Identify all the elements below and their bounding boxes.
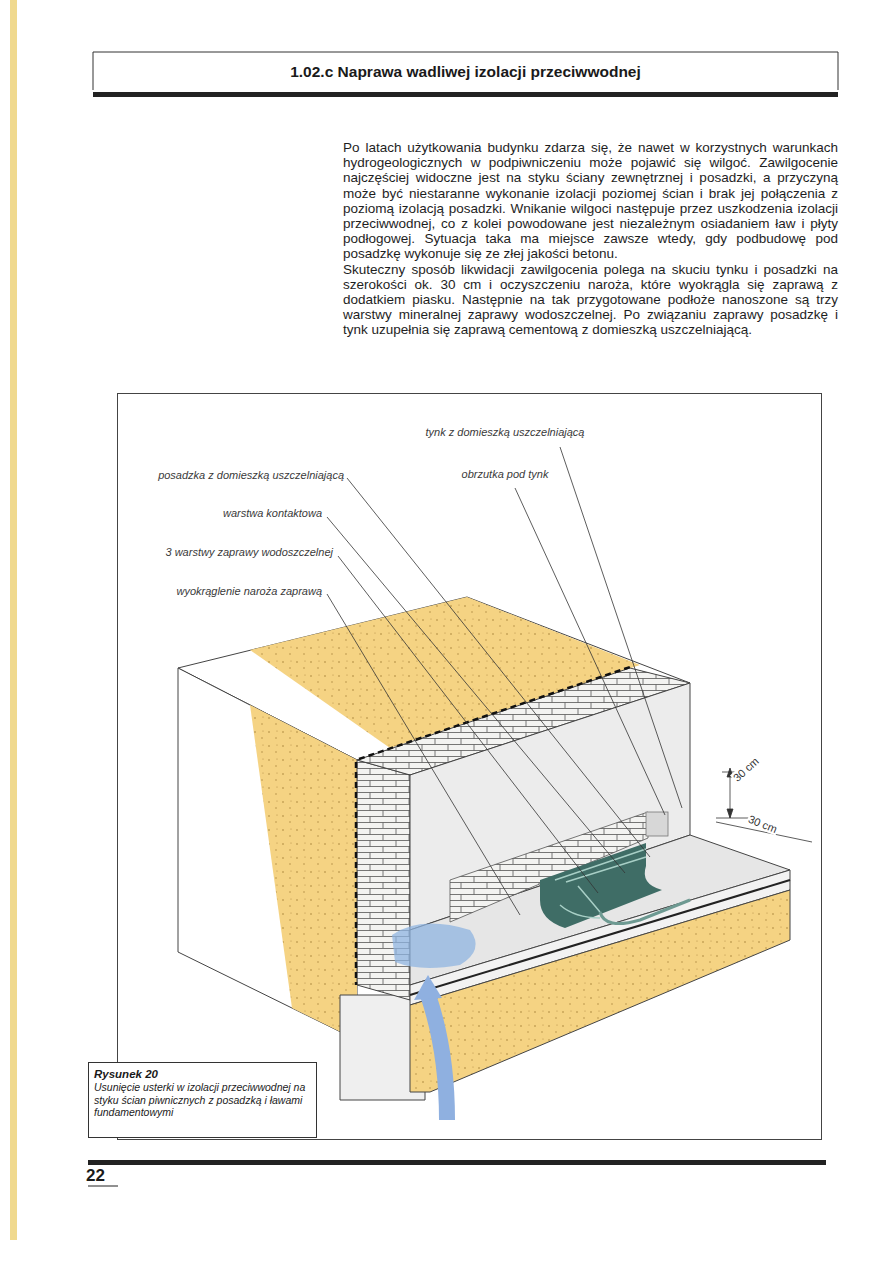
moisture — [392, 924, 476, 1120]
leader-lines — [560, 447, 682, 808]
footer-rule — [88, 1160, 826, 1165]
moisture — [414, 975, 442, 1000]
figure-frame — [118, 394, 822, 1140]
leader-lines — [338, 556, 598, 893]
leader-lines — [327, 447, 682, 915]
figure-frame — [118, 394, 822, 1140]
callout-label: 3 warstwy zaprawy wodoszczelnej — [122, 546, 333, 559]
footer-rule — [88, 1160, 826, 1186]
title-frame — [93, 52, 838, 90]
soil-block — [250, 705, 357, 1040]
dimension-lines — [727, 809, 733, 818]
leader-lines — [347, 478, 650, 857]
floor-slab — [410, 835, 790, 1092]
floor-slab — [410, 890, 790, 1092]
repair-zone — [600, 900, 690, 924]
title-frame — [93, 52, 838, 97]
caption-box: Rysunek 20Usunięcie usterki w izolacji p… — [88, 1062, 317, 1138]
leader-lines — [327, 594, 520, 915]
wall — [355, 762, 358, 985]
moisture — [392, 924, 476, 968]
page-number: 22 — [86, 1166, 105, 1185]
callout-label: warstwa kontaktowa — [122, 507, 322, 520]
body-paragraph: Po latach użytkowania budynku zdarza się… — [343, 140, 838, 262]
moisture — [428, 995, 447, 1120]
callout-label: obrzutka pod tynk — [405, 468, 605, 481]
title-frame — [93, 92, 838, 97]
callout-label: wyokrąglenie naroża zaprawą — [122, 585, 322, 598]
page-title: 1.02.c Naprawa wadliwej izolacji przeciw… — [93, 52, 838, 91]
repair-zone — [450, 812, 690, 928]
page-edge-strip — [10, 0, 17, 1240]
dimension-lines — [716, 768, 812, 842]
figure-number: Rysunek 20 — [94, 1067, 311, 1081]
body-paragraph: Skuteczny sposób likwidacji zawilgocenia… — [343, 262, 838, 338]
callout-label: tynk z domieszką uszczelniającą — [405, 426, 605, 439]
dimension-label: 30 cm — [730, 754, 762, 784]
leader-lines — [327, 517, 625, 873]
wall — [410, 683, 690, 930]
page-edge-strip — [10, 0, 17, 1240]
repair-zone — [555, 849, 646, 918]
footer-rule — [88, 1186, 118, 1187]
callout-label: posadzka z domieszką uszczelniającą — [122, 469, 344, 482]
figure-caption: Usunięcie usterki w izolacji przeciwwodn… — [94, 1081, 311, 1119]
soil-block — [178, 668, 357, 1040]
leader-lines — [515, 488, 665, 815]
repair-zone — [646, 812, 668, 836]
